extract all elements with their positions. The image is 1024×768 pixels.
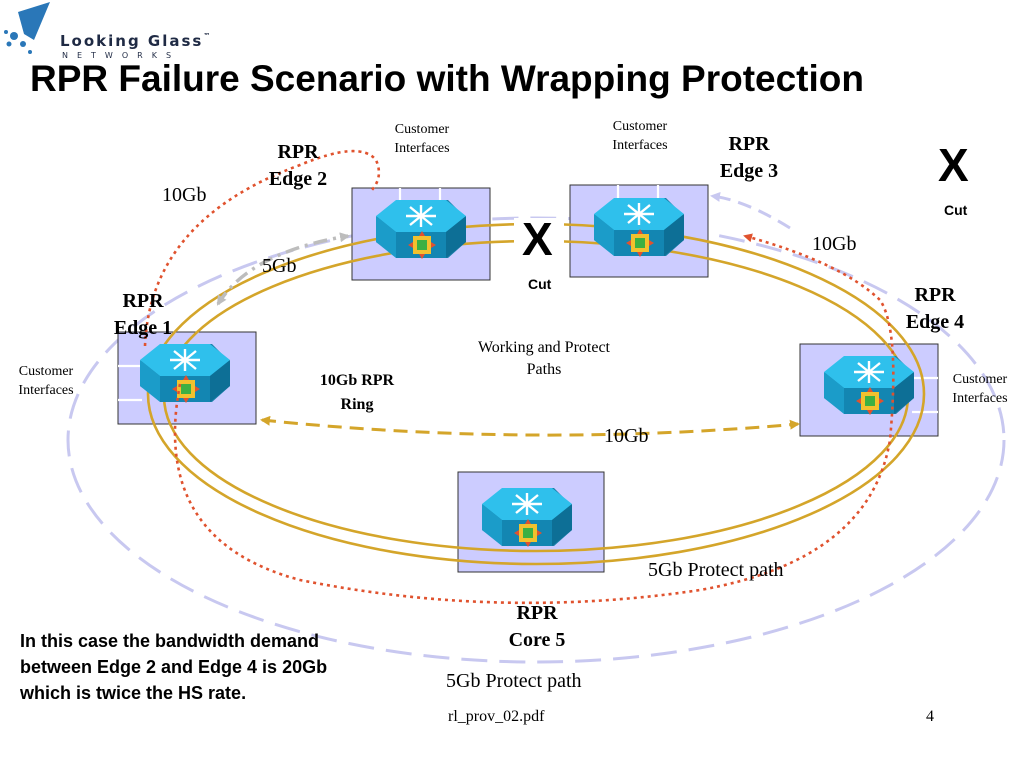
slide-title: RPR Failure Scenario with Wrapping Prote…	[30, 58, 864, 99]
cut-mark-corner: X	[938, 139, 969, 191]
link-label-protect-path-2: 5Gb Protect path	[446, 670, 582, 692]
protect-path-bottom	[173, 233, 895, 605]
footer-page-number: 4	[926, 708, 934, 725]
logo-wordmark: Looking Glass™	[60, 32, 213, 50]
cut-mark-ring: X	[522, 213, 553, 265]
cut-label-corner: Cut	[944, 202, 968, 218]
link-label-10gb-edge3: 10Gb	[812, 233, 857, 255]
router-edge1-icon	[138, 342, 232, 405]
link-label-10gb-edge2: 10Gb	[162, 184, 207, 206]
link-label-10gb-edge1-edge4: 10Gb	[604, 425, 649, 447]
link-label-5gb-dashdot: 5Gb	[262, 255, 297, 277]
bandwidth-note: In this case the bandwidth demand betwee…	[20, 631, 328, 703]
link-label-protect-path-1: 5Gb Protect path	[648, 559, 784, 581]
edge1-edge4-link	[260, 415, 800, 437]
router-edge3-icon	[592, 196, 686, 259]
router-core5-icon	[480, 486, 574, 549]
protect-path-top	[143, 149, 381, 347]
edge1-edge2-dashdot-link	[216, 232, 350, 306]
cut-label-ring: Cut	[528, 276, 552, 292]
logo-subtitle: NETWORKS	[62, 51, 181, 60]
router-edge4-icon	[822, 354, 916, 417]
logo-mark-icon	[4, 2, 50, 54]
footer-filename: rl_prov_02.pdf	[448, 708, 545, 725]
router-edge2-icon	[374, 198, 468, 261]
